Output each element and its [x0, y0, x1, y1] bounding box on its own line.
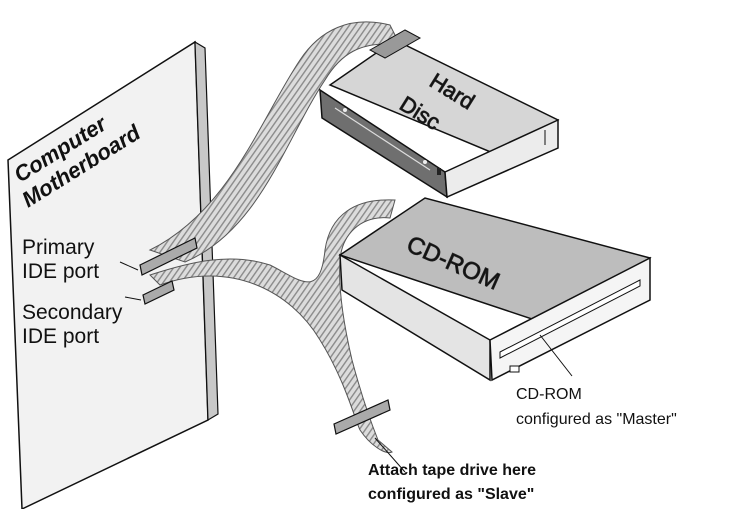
tape-leader-line [374, 437, 406, 473]
tape-drive-connector [333, 399, 391, 435]
secondary-ribbon-cable [149, 199, 396, 454]
tape-note-line2: configured as "Slave" [368, 486, 534, 503]
secondary-port-label-line2: IDE port [22, 325, 99, 348]
primary-ribbon-cable [148, 21, 401, 263]
primary-ide-connector [139, 237, 198, 276]
secondary-leader-line [124, 296, 142, 301]
hard-disc-drive: Hard Disc [319, 29, 560, 199]
motherboard [7, 40, 219, 509]
cdrom-drive: CD-ROM [338, 197, 652, 382]
secondary-ide-connector [142, 280, 175, 305]
tape-note-line1: Attach tape drive here [368, 462, 536, 479]
cdrom-caption-line2: configured as "Master" [516, 411, 677, 428]
primary-leader-line [119, 261, 139, 271]
eject-button-icon [509, 365, 520, 373]
primary-port-label-line2: IDE port [22, 260, 99, 283]
primary-port-label-line1: Primary [22, 236, 95, 259]
screw-icon [343, 108, 347, 112]
cdrom-caption-line1: CD-ROM [516, 386, 582, 403]
cdrom-leader-line [539, 334, 573, 377]
secondary-port-label-line1: Secondary [22, 301, 123, 324]
screw-icon [423, 160, 427, 164]
